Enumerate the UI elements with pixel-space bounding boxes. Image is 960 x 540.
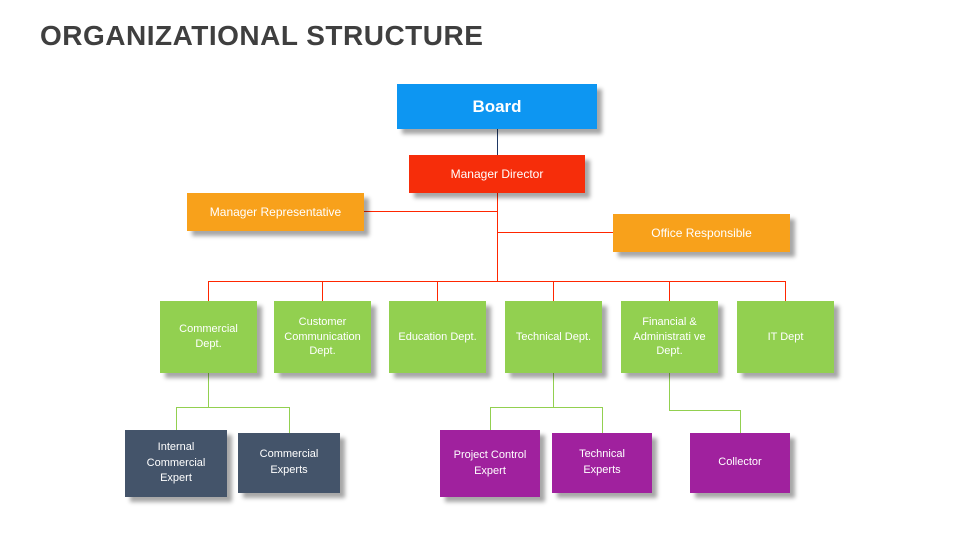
node-project-control-expert: Project Control Expert: [440, 430, 540, 497]
node-manager-representative-label: Manager Representative: [209, 205, 342, 219]
node-dept-commercial: Commercial Dept.: [160, 301, 257, 373]
node-dept-education: Education Dept.: [389, 301, 486, 373]
node-dept-commercial-label: Commercial Dept.: [179, 323, 238, 350]
connector-drop-customer: [322, 281, 323, 301]
connector-drop-collector: [740, 410, 741, 433]
connector-to-representative: [364, 211, 497, 212]
node-manager-director: Manager Director: [409, 155, 585, 193]
node-dept-it-label: IT Dept: [767, 330, 804, 343]
node-internal-commercial-expert-label: Internal Commercial Expert: [146, 440, 206, 485]
node-collector-label: Collector: [718, 456, 762, 469]
node-technical-experts: Technical Experts: [552, 433, 652, 493]
node-collector: Collector: [690, 433, 790, 493]
connector-drop-commercial-experts: [289, 407, 290, 433]
node-dept-financial-administrative: Financial & Administrati ve Dept.: [621, 301, 718, 373]
node-commercial-experts-label: Commercial Experts: [259, 448, 319, 476]
connector-drop-project-control: [490, 407, 491, 430]
connector-drop-technical: [553, 281, 554, 301]
connector-commercial-bus: [176, 407, 289, 408]
node-dept-technical: Technical Dept.: [505, 301, 602, 373]
node-technical-experts-label: Technical Experts: [579, 448, 625, 476]
node-manager-representative: Manager Representative: [187, 193, 364, 231]
connector-board-director: [497, 129, 498, 155]
node-dept-financial-administrative-label: Financial & Administrati ve Dept.: [633, 315, 706, 358]
connector-drop-internal-expert: [176, 407, 177, 430]
node-dept-education-label: Education Dept.: [398, 330, 477, 343]
connector-technical-trunk: [553, 373, 554, 407]
node-internal-commercial-expert: Internal Commercial Expert: [125, 430, 227, 497]
page-title: ORGANIZATIONAL STRUCTURE: [40, 20, 484, 51]
connector-financial-trunk: [669, 373, 670, 410]
connector-drop-education: [437, 281, 438, 301]
node-office-responsible: Office Responsible: [613, 214, 790, 252]
connector-drop-commercial: [208, 281, 209, 301]
node-commercial-experts: Commercial Experts: [238, 433, 340, 493]
node-manager-director-label: Manager Director: [450, 167, 544, 181]
connector-drop-technical-experts: [602, 407, 603, 433]
connector-financial-bus: [669, 410, 740, 411]
connector-commercial-trunk: [208, 373, 209, 407]
node-dept-customer-communication: Customer Communication Dept.: [274, 301, 371, 373]
connector-drop-it: [785, 281, 786, 301]
connector-to-office-responsible: [497, 232, 613, 233]
node-board: Board: [397, 84, 597, 129]
node-dept-technical-label: Technical Dept.: [515, 330, 592, 343]
connector-technical-bus: [490, 407, 602, 408]
node-dept-customer-communication-label: Customer Communication Dept.: [284, 315, 361, 358]
node-dept-it: IT Dept: [737, 301, 834, 373]
connector-director-trunk: [497, 193, 498, 281]
node-project-control-expert-label: Project Control Expert: [453, 448, 527, 477]
node-board-label: Board: [472, 96, 522, 116]
connector-dept-bus: [208, 281, 786, 282]
connector-drop-financial: [669, 281, 670, 301]
node-office-responsible-label: Office Responsible: [651, 226, 752, 240]
